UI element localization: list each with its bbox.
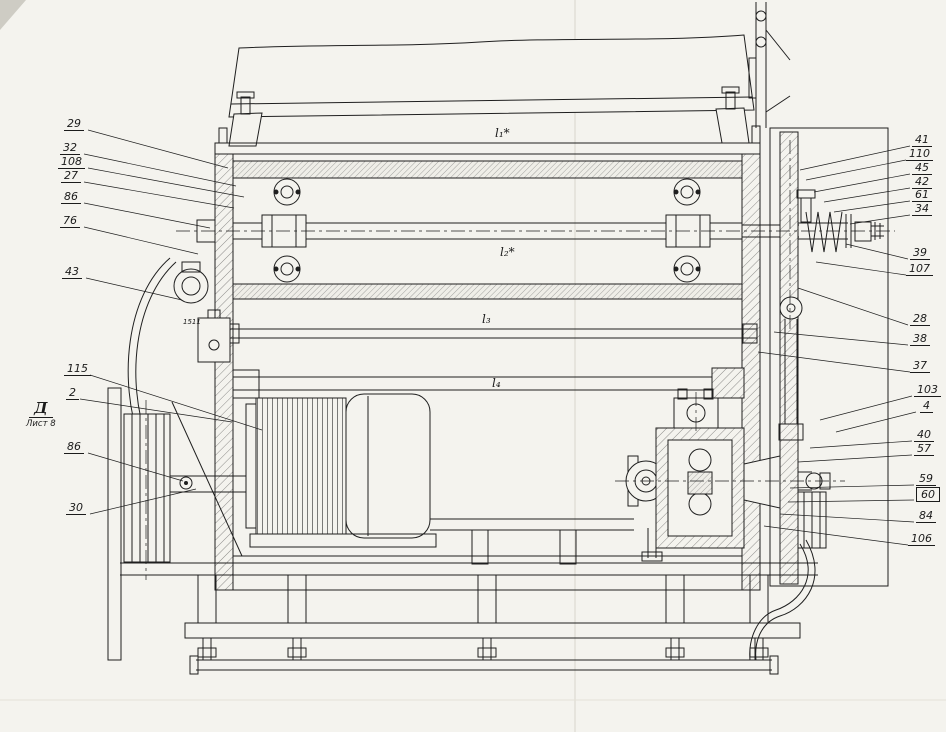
drum-mount-brackets xyxy=(228,86,750,147)
lower-cross-shaft xyxy=(430,518,634,565)
tie-rod-l3 xyxy=(224,323,758,344)
callout-115: 115 xyxy=(64,363,91,376)
callout-40: 40 xyxy=(914,429,934,442)
callout-34: 34 xyxy=(912,203,932,216)
callout-108: 108 xyxy=(58,156,85,169)
callout-57: 57 xyxy=(914,443,934,456)
callout-76: 76 xyxy=(60,215,80,228)
callout-45: 45 xyxy=(912,162,932,175)
callout-43: 43 xyxy=(62,266,82,279)
callout-86-upper: 86 xyxy=(61,191,81,204)
callout-103: 103 xyxy=(914,384,941,397)
callout-27: 27 xyxy=(61,170,81,183)
electric-motor xyxy=(245,393,437,548)
callout-39: 39 xyxy=(910,247,930,260)
callout-106: 106 xyxy=(908,533,935,546)
callout-84: 84 xyxy=(916,510,936,523)
right-hose xyxy=(749,539,816,661)
top-drum xyxy=(228,34,755,118)
callout-42: 42 xyxy=(912,176,932,189)
centerlines xyxy=(145,140,895,580)
callout-41: 41 xyxy=(912,134,932,147)
dimension-label-l3: l₃ xyxy=(482,312,491,326)
callout-2: 2 xyxy=(66,387,79,400)
leader-lines xyxy=(79,129,917,546)
callout-29: 29 xyxy=(64,118,84,131)
callout-4: 4 xyxy=(920,400,933,413)
roller-l1 xyxy=(232,160,743,179)
tension-spring-shaft xyxy=(778,189,884,441)
view-sublabel: Лист 8 xyxy=(26,419,56,429)
callout-37: 37 xyxy=(910,360,930,373)
callout-86-lower: 86 xyxy=(64,441,84,454)
callout-32: 32 xyxy=(60,142,80,155)
left-flange xyxy=(173,261,231,363)
right-side-plate xyxy=(748,2,889,587)
roller-l2 xyxy=(232,283,743,300)
callout-110: 110 xyxy=(906,148,933,161)
callout-60: 60 xyxy=(916,487,940,502)
callout-59: 59 xyxy=(916,473,936,486)
dimension-label-l2: l₂* xyxy=(500,245,515,259)
bearing-flanges xyxy=(273,178,701,283)
callout-30: 30 xyxy=(66,502,86,515)
view-label: Д xyxy=(29,399,53,418)
view-label-block: Д Лист 8 xyxy=(26,398,56,429)
callout-38: 38 xyxy=(910,333,930,346)
rod-l4 xyxy=(232,367,745,399)
v-belt-pulley xyxy=(107,387,256,661)
dimension-label-l4: l₄ xyxy=(492,376,501,390)
part-mark-1511: 1511 xyxy=(183,318,201,326)
base-frame xyxy=(120,562,818,675)
callout-28: 28 xyxy=(910,313,930,326)
dimension-label-l1: l₁* xyxy=(495,126,510,140)
callout-107: 107 xyxy=(906,263,933,276)
callout-61: 61 xyxy=(912,189,932,202)
